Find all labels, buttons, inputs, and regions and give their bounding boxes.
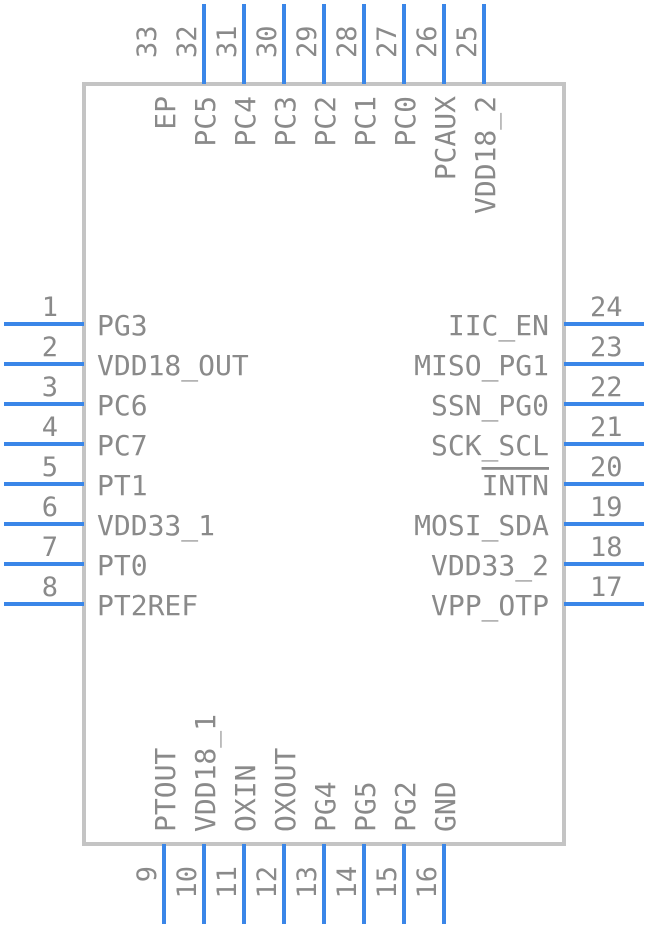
pin-28-number: 28 bbox=[332, 25, 363, 58]
pin-5-number: 5 bbox=[42, 452, 58, 483]
pin-15-label: PG2 bbox=[389, 781, 422, 832]
pin-9-label: PTOUT bbox=[149, 748, 182, 832]
pin-32-number: 32 bbox=[172, 25, 203, 58]
pin-2-label: VDD18_OUT bbox=[97, 349, 249, 383]
pin-14-label: PG5 bbox=[349, 781, 382, 832]
pin-31-label: PC4 bbox=[229, 96, 262, 147]
pin-20-number: 20 bbox=[590, 452, 623, 483]
pin-29-label: PC2 bbox=[309, 96, 342, 147]
pin-17-label: VPP_OTP bbox=[431, 589, 549, 623]
pin-23-label: MISO_PG1 bbox=[414, 349, 549, 383]
pin-23-number: 23 bbox=[590, 332, 623, 363]
pin-18-number: 18 bbox=[590, 532, 623, 563]
pin-24-label: IIC_EN bbox=[448, 309, 549, 343]
pin-10-label: VDD18_1 bbox=[189, 714, 223, 832]
pin-19-number: 19 bbox=[590, 492, 623, 523]
pin-21-label: SCK_SCL bbox=[431, 429, 549, 463]
pin-22-number: 22 bbox=[590, 372, 623, 403]
pin-15-number: 15 bbox=[372, 866, 403, 899]
pin-5-label: PT1 bbox=[97, 469, 148, 502]
pin-4-number: 4 bbox=[42, 412, 58, 443]
pin-8-number: 8 bbox=[42, 572, 58, 603]
pin-19-label: MOSI_SDA bbox=[414, 509, 549, 543]
pin-31-number: 31 bbox=[212, 25, 243, 58]
pin-18-label: VDD33_2 bbox=[431, 549, 549, 583]
pin-11-label: OXIN bbox=[229, 765, 262, 832]
pin-17-number: 17 bbox=[590, 572, 623, 603]
pin-33-number: 33 bbox=[132, 25, 163, 58]
pin-3-number: 3 bbox=[42, 372, 58, 403]
pin-20-label: INTN bbox=[482, 469, 549, 502]
pin-1-label: PG3 bbox=[97, 309, 148, 342]
pin-2-number: 2 bbox=[42, 332, 58, 363]
pin-24-number: 24 bbox=[590, 292, 623, 323]
pin-4-label: PC7 bbox=[97, 429, 148, 462]
pin-27-number: 27 bbox=[372, 25, 403, 58]
pin-27-label: PC0 bbox=[389, 96, 422, 147]
pin-29-number: 29 bbox=[292, 25, 323, 58]
pin-28-label: PC1 bbox=[349, 96, 382, 147]
pin-13-number: 13 bbox=[292, 866, 323, 899]
pin-6-label: VDD33_1 bbox=[97, 509, 215, 543]
pin-21-number: 21 bbox=[590, 412, 623, 443]
pin-7-label: PT0 bbox=[97, 549, 148, 582]
pin-14-number: 14 bbox=[332, 866, 363, 899]
pin-12-label: OXOUT bbox=[269, 748, 302, 832]
pin-33-label: EP bbox=[149, 96, 182, 130]
pin-22-label: SSN_PG0 bbox=[431, 389, 549, 423]
pin-6-number: 6 bbox=[42, 492, 58, 523]
pin-25-number: 25 bbox=[452, 25, 483, 58]
pin-11-number: 11 bbox=[212, 866, 243, 899]
pin-26-label: PCAUX bbox=[429, 96, 462, 180]
pin-10-number: 10 bbox=[172, 866, 203, 899]
pin-30-label: PC3 bbox=[269, 96, 302, 147]
pin-8-label: PT2REF bbox=[97, 589, 198, 622]
pin-26-number: 26 bbox=[412, 25, 443, 58]
pin-13-label: PG4 bbox=[309, 781, 342, 832]
pin-12-number: 12 bbox=[252, 866, 283, 899]
pin-32-label: PC5 bbox=[189, 96, 222, 147]
pin-25-label: VDD18_2 bbox=[469, 96, 503, 214]
pin-7-number: 7 bbox=[42, 532, 58, 563]
pin-16-label: GND bbox=[429, 781, 462, 832]
pin-30-number: 30 bbox=[252, 25, 283, 58]
pin-16-number: 16 bbox=[412, 866, 443, 899]
pin-9-number: 9 bbox=[132, 866, 163, 882]
pin-3-label: PC6 bbox=[97, 389, 148, 422]
pin-1-number: 1 bbox=[42, 292, 58, 323]
